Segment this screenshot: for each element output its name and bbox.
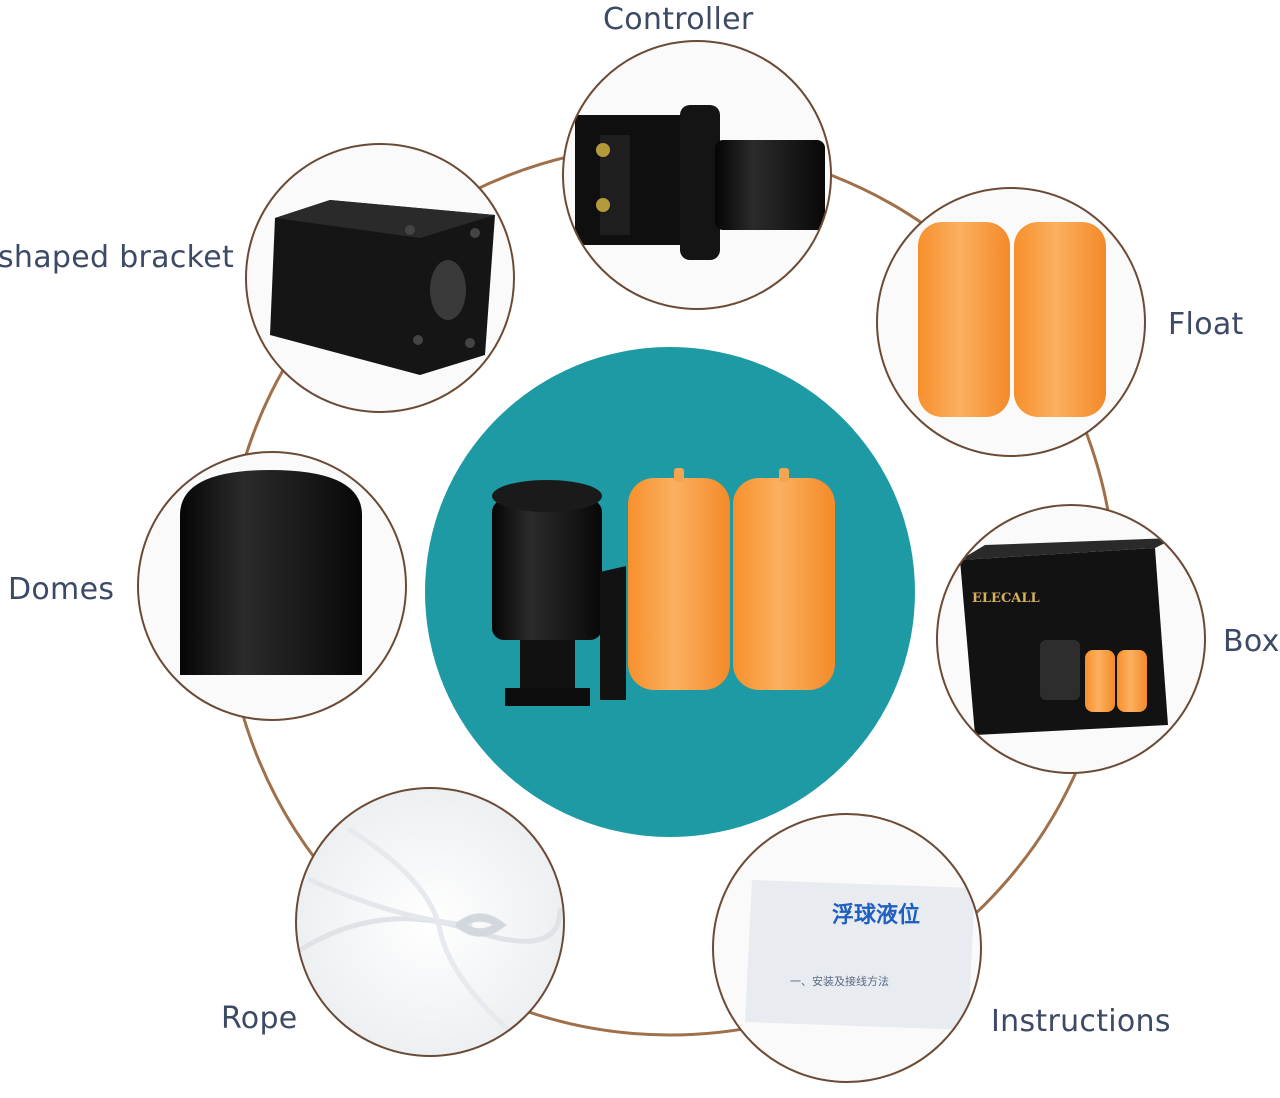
center-product bbox=[425, 347, 915, 837]
bracket-photo bbox=[245, 143, 515, 413]
instructions-heading: 浮球液位 bbox=[832, 902, 920, 928]
instructions-line: 一、安装及接线方法 bbox=[790, 974, 889, 988]
label-box: Box bbox=[1223, 624, 1280, 659]
controller-photo bbox=[562, 40, 832, 310]
box-photo: ELECALL bbox=[936, 504, 1206, 774]
rope-photo bbox=[295, 787, 565, 1057]
domes-photo bbox=[137, 451, 407, 721]
label-float: Float bbox=[1168, 307, 1244, 342]
label-rope: Rope bbox=[221, 1001, 298, 1036]
instructions-photo: 浮球液位 一、安装及接线方法 bbox=[712, 813, 982, 1083]
label-shaped-bracket: shaped bracket bbox=[0, 240, 235, 275]
box-brand-text: ELECALL bbox=[972, 591, 1040, 606]
label-domes: Domes bbox=[8, 572, 115, 607]
float-photo bbox=[876, 187, 1146, 457]
label-instructions: Instructions bbox=[991, 1004, 1171, 1039]
label-controller: Controller bbox=[603, 2, 754, 37]
